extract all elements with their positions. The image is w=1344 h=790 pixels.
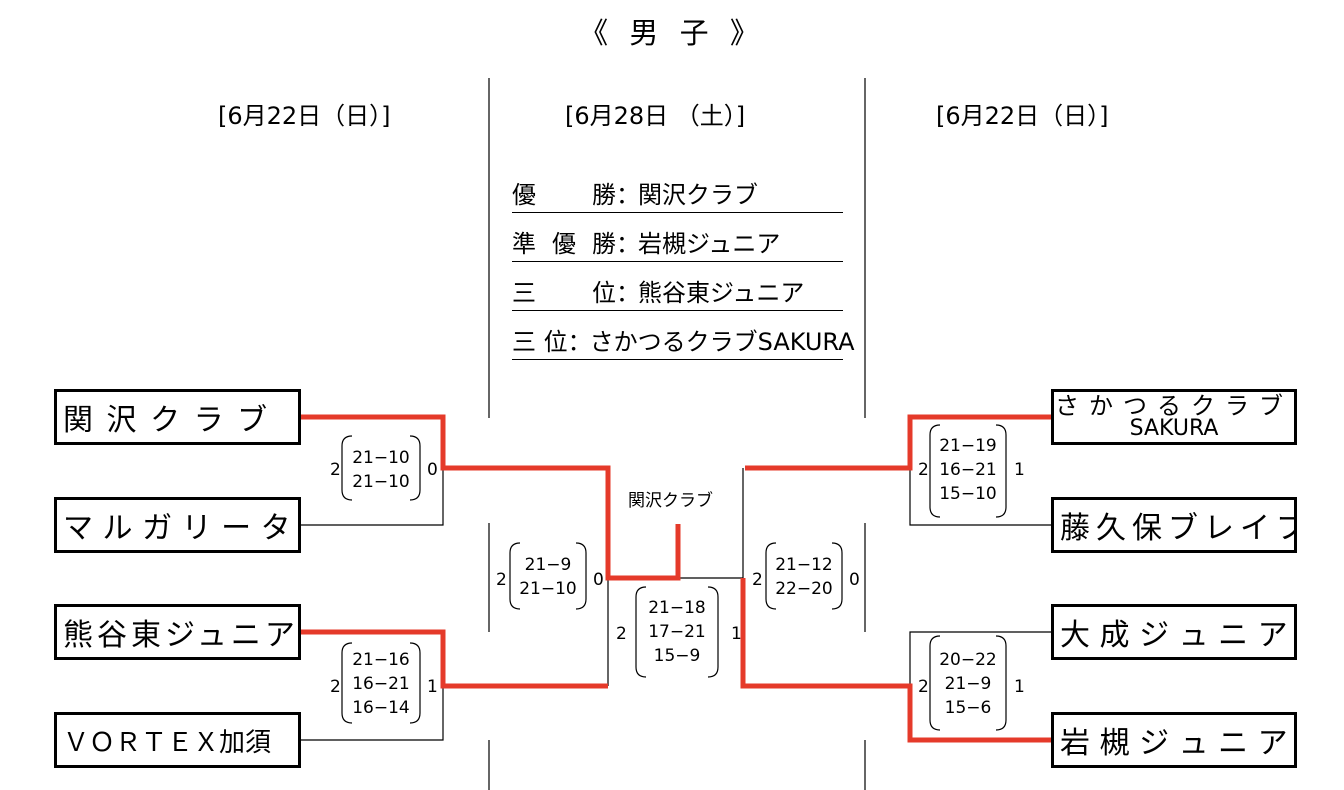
set-count-right: 0: [849, 570, 860, 590]
set-count-left: 2: [496, 570, 507, 590]
set-score: 21−19: [939, 436, 997, 456]
set-count-left: 2: [918, 460, 929, 480]
set-count-right: 1: [1014, 677, 1025, 697]
set-score: 16−21: [939, 460, 997, 480]
team-box-iwatsuki: 岩 槻 ジ ュ ニ ア: [1051, 712, 1297, 768]
match-scores-final: 21−18 17−21 15−9: [642, 596, 712, 668]
team-name-line1: さかつるクラブ: [1055, 392, 1293, 420]
set-count-left: 2: [918, 677, 929, 697]
result-colon: ：: [616, 278, 640, 307]
match-scores-l-sf: 21−9 21−10: [513, 553, 583, 601]
match-scores-r-sf: 21−12 22−20: [769, 553, 839, 601]
champion-label: 関沢クラブ: [628, 491, 713, 511]
set-score: 16−14: [352, 698, 410, 718]
date-left: [6月22日（日）]: [218, 102, 391, 130]
team-box-kumagaya-higashi: 熊谷東ジュニア: [54, 604, 301, 660]
set-count-left: 2: [752, 570, 763, 590]
set-score: 16−21: [352, 674, 410, 694]
page-title: 《 男 子 》: [579, 16, 765, 50]
bracket-winner-lines: [300, 414, 1052, 743]
set-score: 17−21: [648, 622, 706, 642]
match-scores-l-qf2: 21−16 16−21 16−14: [346, 648, 416, 720]
set-score: 21−10: [519, 579, 577, 599]
result-team: 熊谷東ジュニア: [638, 278, 805, 307]
set-count-right: 1: [1014, 460, 1025, 480]
result-team: さかつるクラブSAKURA: [589, 327, 855, 356]
result-row-champion: 優 勝 ： 関沢クラブ: [512, 172, 843, 213]
result-team: 関沢クラブ: [638, 180, 758, 209]
team-name: 熊谷東ジュニア: [63, 618, 299, 653]
score-brackets: [341, 424, 1007, 731]
set-score: 15−9: [653, 646, 701, 666]
team-name: 岩 槻 ジ ュ ニ ア: [1060, 726, 1288, 761]
team-name: マ ル ガ リ ー タ: [63, 511, 291, 546]
team-box-vortex: ＶＯＲＴＥＸ加須: [54, 712, 301, 768]
match-scores-r-qf1: 21−19 16−21 15−10: [933, 434, 1003, 506]
result-row-third-1: 三 位 ： 熊谷東ジュニア: [512, 270, 843, 311]
result-label: 三 位: [512, 278, 616, 307]
team-box-sakatsuru: さかつるクラブ SAKURA: [1051, 389, 1297, 445]
team-box-fujikubo: 藤久保ブレイブ: [1051, 497, 1297, 553]
result-row-third-2: 三 位 ： さかつるクラブSAKURA: [512, 319, 855, 360]
set-score: 21−16: [352, 650, 410, 670]
date-right: [6月22日（日）]: [936, 102, 1109, 130]
column-dividers: [488, 78, 866, 790]
team-name: 関 沢 ク ラ ブ: [63, 403, 270, 438]
team-box-sekizawa: 関 沢 ク ラ ブ: [54, 389, 301, 445]
set-score: 21−12: [775, 555, 833, 575]
set-count-left: 2: [330, 677, 341, 697]
date-center: [6月28日 （土）]: [565, 102, 746, 130]
set-count-right: 1: [731, 624, 742, 644]
result-row-runner-up: 準優勝 ： 岩槻ジュニア: [512, 221, 843, 262]
set-score: 20−22: [939, 650, 997, 670]
set-count-left: 2: [330, 460, 341, 480]
set-score: 21−10: [352, 472, 410, 492]
team-name: ＶＯＲＴＥＸ加須: [63, 727, 272, 758]
set-count-left: 2: [616, 624, 627, 644]
team-name: 藤久保ブレイブ: [1060, 511, 1297, 546]
team-box-margarita: マ ル ガ リ ー タ: [54, 497, 301, 553]
match-scores-r-qf2: 20−22 21−9 15−6: [933, 648, 1003, 720]
set-score: 22−20: [775, 579, 833, 599]
result-colon: ：: [616, 180, 640, 209]
set-score: 15−6: [944, 698, 992, 718]
set-score: 21−9: [524, 555, 572, 575]
team-name: 大 成 ジ ュ ニ ア: [1060, 618, 1288, 653]
set-score: 15−10: [939, 484, 997, 504]
set-count-right: 0: [427, 460, 438, 480]
result-colon: ：: [616, 229, 640, 258]
result-colon: ：: [567, 327, 592, 356]
result-label: 優 勝: [512, 180, 616, 209]
team-box-taisei: 大 成 ジ ュ ニ ア: [1051, 604, 1297, 660]
set-score: 21−9: [944, 674, 992, 694]
result-team: 岩槻ジュニア: [638, 229, 781, 258]
result-label: 準優勝: [512, 229, 616, 258]
set-score: 21−18: [648, 598, 706, 618]
set-count-right: 0: [593, 570, 604, 590]
set-score: 21−10: [352, 448, 410, 468]
match-scores-l-qf1: 21−10 21−10: [346, 446, 416, 494]
set-count-right: 1: [427, 677, 438, 697]
team-name-line2: SAKURA: [1129, 416, 1219, 441]
result-label: 三 位: [512, 327, 568, 356]
